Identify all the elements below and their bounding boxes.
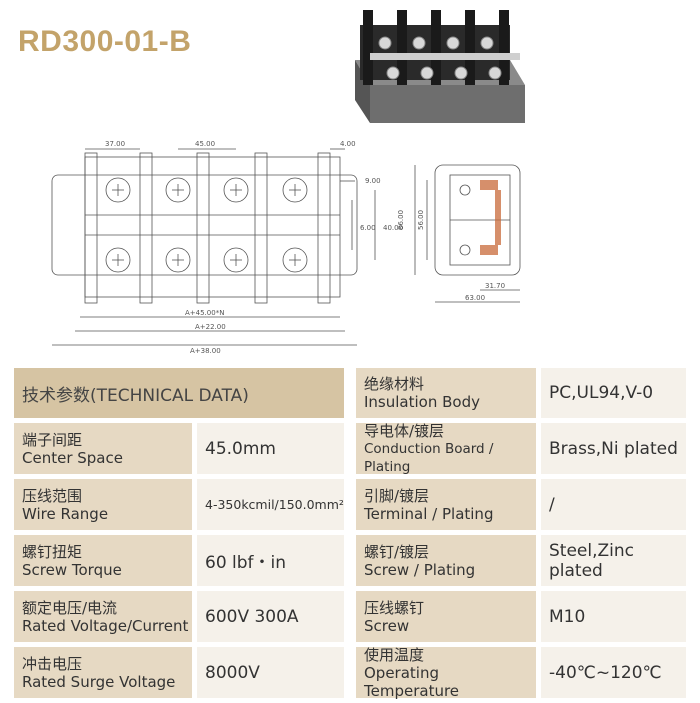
label-en: Wire Range	[22, 504, 109, 523]
dim-40: 40.00	[383, 224, 403, 232]
row-label-conduction-board: 导电体/镀层 Conduction Board / Plating	[356, 421, 536, 475]
label-zh: 额定电压/电流	[22, 598, 118, 617]
label-zh: 冲击电压	[22, 654, 83, 673]
dim-4: 4.00	[340, 140, 356, 148]
label-en: Insulation Body	[364, 393, 480, 411]
row-label-screw-torque: 螺钉扭矩 Screw Torque	[14, 535, 192, 586]
table-header: 技术参数(TECHNICAL DATA)	[14, 368, 344, 418]
label-zh: 端子间距	[22, 430, 83, 449]
value-center-space: 45.0mm	[197, 423, 344, 474]
row-label-surge-voltage: 冲击电压 Rated Surge Voltage	[14, 647, 192, 698]
label-zh: 导电体/镀层	[364, 421, 445, 440]
dim-9: 9.00	[365, 177, 381, 185]
dim-a38: A+38.00	[190, 347, 221, 355]
label-zh: 压线螺钉	[364, 598, 425, 617]
row-label-screw: 压线螺钉 Screw	[356, 591, 536, 642]
dim-63: 63.00	[465, 294, 485, 302]
value-screw-torque: 60 lbf・in	[197, 535, 344, 586]
side-view-drawing: 86.00 56.00 31.70 63.00	[397, 164, 521, 303]
row-label-terminal: 引脚/镀层 Terminal / Plating	[356, 479, 536, 530]
label-zh: 压线范围	[22, 486, 83, 505]
value-conduction-board: Brass,Ni plated	[541, 423, 686, 474]
label-zh: 引脚/镀层	[364, 486, 430, 505]
technical-data-table: 技术参数(TECHNICAL DATA) 端子间距 Center Space 4…	[14, 368, 686, 700]
label-zh: 使用温度	[364, 645, 425, 664]
value-rated-voltage: 600V 300A	[197, 591, 344, 642]
value-terminal: /	[541, 479, 686, 530]
front-view-drawing: 37.00 45.00 4.00 9.00 40.00 6.00 A+45.00…	[51, 140, 403, 355]
dim-86: 86.00	[397, 210, 405, 230]
label-en: Operating Temperature	[364, 663, 460, 700]
label-zh: 螺钉扭矩	[22, 542, 83, 561]
row-label-center-space: 端子间距 Center Space	[14, 423, 192, 474]
dim-center-37: 37.00	[105, 140, 125, 148]
row-label-screw-plating: 螺钉/镀层 Screw / Plating	[356, 535, 536, 586]
label-en: Center Space	[22, 448, 123, 467]
label-en: Terminal / Plating	[364, 504, 494, 523]
value-screw: M10	[541, 591, 686, 642]
value-surge-voltage: 8000V	[197, 647, 344, 698]
label-en: Screw	[364, 616, 410, 635]
value-wire-range: 4-350kcmil/150.0mm²	[197, 479, 344, 530]
model-title: RD300-01-B	[18, 25, 192, 58]
row-label-operating-temp: 使用温度 Operating Temperature	[356, 645, 536, 700]
value-insulation: PC,UL94,V-0	[541, 368, 686, 418]
row-label-insulation: 绝缘材料 Insulation Body	[356, 368, 536, 418]
value-screw-plating: Steel,Zinc plated	[541, 535, 686, 586]
label-en: Screw / Plating	[364, 560, 476, 579]
dim-31-7: 31.70	[485, 282, 505, 290]
dim-a45n: A+45.00*N	[185, 309, 224, 317]
product-photo	[355, 10, 525, 123]
label-en: Rated Voltage/Current	[22, 616, 189, 635]
row-label-rated-voltage: 额定电压/电流 Rated Voltage/Current	[14, 591, 192, 642]
label-zh: 螺钉/镀层	[364, 542, 430, 561]
label-zh: 绝缘材料	[364, 375, 425, 393]
label-en: Rated Surge Voltage	[22, 672, 176, 691]
row-label-wire-range: 压线范围 Wire Range	[14, 479, 192, 530]
dim-pitch: 45.00	[195, 140, 215, 148]
table-header-label: 技术参数(TECHNICAL DATA)	[22, 385, 249, 406]
label-en: Conduction Board / Plating	[364, 440, 494, 475]
dim-6: 6.00	[360, 224, 376, 232]
dim-a22: A+22.00	[195, 323, 226, 331]
label-en: Screw Torque	[22, 560, 122, 579]
value-operating-temp: -40℃~120℃	[541, 647, 686, 698]
dim-56: 56.00	[417, 210, 425, 230]
